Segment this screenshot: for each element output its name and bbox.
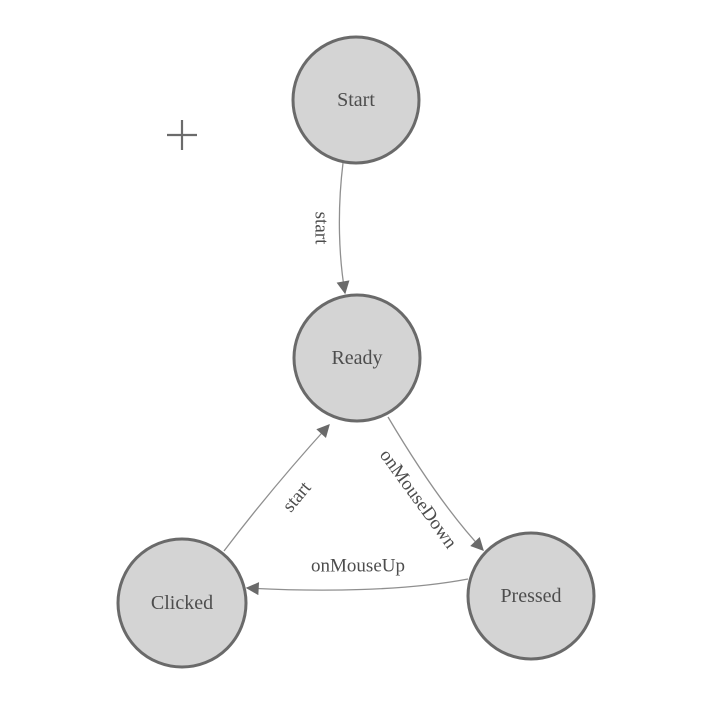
state-label: Ready bbox=[331, 347, 382, 369]
transition-line[interactable] bbox=[223, 424, 330, 552]
transition-pressed-to-clicked[interactable]: onMouseUp bbox=[245, 556, 469, 596]
state-circle[interactable] bbox=[116, 537, 248, 669]
transition-ready-to-pressed[interactable]: onMouseDown bbox=[375, 416, 484, 553]
state-circle[interactable] bbox=[291, 35, 421, 165]
state-node-start[interactable]: Start bbox=[291, 35, 421, 165]
transition-start-to-ready[interactable]: start bbox=[311, 162, 350, 295]
state-label: Pressed bbox=[500, 585, 561, 607]
state-node-clicked[interactable]: Clicked bbox=[116, 537, 248, 669]
state-label: Start bbox=[337, 89, 375, 111]
state-circle[interactable] bbox=[292, 293, 422, 423]
state-node-pressed[interactable]: Pressed bbox=[466, 531, 596, 661]
transition-line[interactable] bbox=[245, 578, 469, 596]
transition-clicked-to-ready[interactable]: start bbox=[223, 424, 330, 552]
transition-line[interactable] bbox=[387, 416, 484, 551]
transition-label: onMouseUp bbox=[311, 556, 405, 577]
state-node-ready[interactable]: Ready bbox=[292, 293, 422, 423]
state-circle[interactable] bbox=[466, 531, 596, 661]
transition-label: start bbox=[311, 212, 332, 245]
transition-label: start bbox=[278, 477, 316, 516]
crosshair-cursor-icon bbox=[167, 120, 197, 150]
transition-label: onMouseDown bbox=[375, 445, 461, 553]
transition-line[interactable] bbox=[336, 162, 350, 295]
state-label: Clicked bbox=[151, 592, 213, 614]
